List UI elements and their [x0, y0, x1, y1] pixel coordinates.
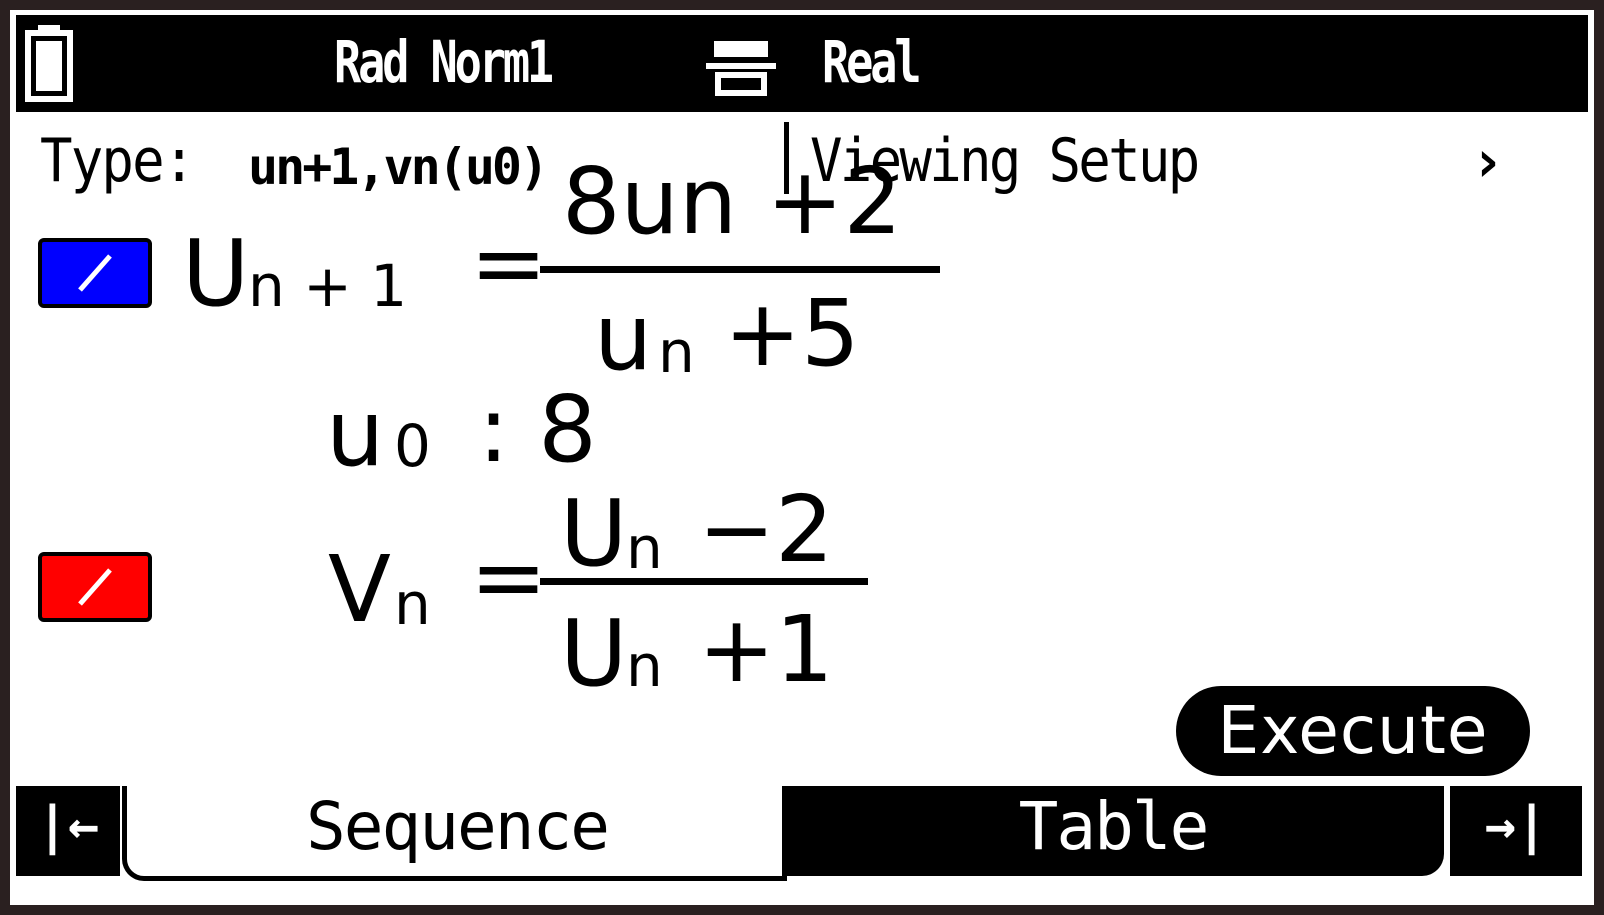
seq-v-equals: =	[470, 524, 548, 631]
seq-u-equals: =	[470, 210, 548, 317]
seq-v-fraction-bar	[540, 578, 868, 585]
execute-button[interactable]: Execute	[1176, 686, 1530, 776]
seq-v-numerator-rest[interactable]: −2	[698, 476, 834, 583]
jump-to-first-icon[interactable]: |←	[16, 786, 120, 876]
seq-v-lhs-main[interactable]: V	[328, 536, 391, 643]
graph-color-swatch-v[interactable]	[38, 552, 152, 622]
calculator-screen: Rad Norm1 Real Type: un+1,vn(u0) Viewing…	[10, 10, 1594, 905]
seq-v-numerator-main[interactable]: U	[560, 480, 628, 587]
seq-u-denominator-rest[interactable]: +5	[724, 280, 860, 387]
graph-color-swatch-u[interactable]	[38, 238, 152, 308]
seq-v-denominator-rest[interactable]: +1	[698, 596, 834, 703]
type-row: Type: un+1,vn(u0) Viewing Setup ›	[10, 118, 1594, 204]
viewing-setup-button[interactable]: Viewing Setup	[810, 126, 1200, 196]
battery-icon	[25, 25, 73, 102]
seq-u-numerator[interactable]: 8un +2	[562, 148, 903, 255]
seq-v-numerator-sub[interactable]: n	[626, 514, 663, 582]
seq-u-lhs-main[interactable]: U	[182, 220, 250, 327]
divider	[784, 122, 789, 194]
status-bar: Rad Norm1 Real	[16, 15, 1588, 112]
seq-u-fraction-bar	[540, 266, 940, 273]
chevron-right-icon[interactable]: ›	[1470, 127, 1505, 195]
complex-mode: Real	[822, 28, 922, 96]
type-label[interactable]: Type:	[40, 126, 195, 196]
jump-to-last-icon[interactable]: →|	[1450, 786, 1582, 876]
seq-v-lhs-sub[interactable]: n	[394, 570, 431, 638]
tab-sequence[interactable]: Sequence	[122, 786, 787, 881]
seq-u-lhs-sub[interactable]: n + 1	[248, 252, 408, 320]
seq-u-initial-value[interactable]: : 8	[478, 376, 597, 483]
display-format-icon	[706, 41, 776, 96]
seq-u-initial-main[interactable]: u	[326, 380, 385, 487]
tab-table[interactable]: Table	[782, 786, 1444, 876]
seq-u-initial-sub[interactable]: 0	[394, 412, 431, 480]
line-style-icon	[78, 568, 112, 606]
sequence-list: U n + 1 = 8un +2 u n +5 u 0 : 8 V n = U …	[10, 152, 1594, 784]
line-style-icon	[78, 254, 112, 292]
sequence-type-value[interactable]: un+1,vn(u0)	[248, 138, 549, 196]
bottom-tab-bar: |← Sequence Table →|	[10, 786, 1594, 905]
seq-u-denominator-sub[interactable]: n	[658, 318, 695, 386]
seq-u-denominator-main[interactable]: u	[594, 284, 653, 391]
seq-v-denominator-sub[interactable]: n	[626, 632, 663, 700]
seq-v-denominator-main[interactable]: U	[560, 600, 628, 707]
angle-display-mode: Rad Norm1	[334, 28, 554, 96]
tab-separator	[1444, 786, 1450, 876]
